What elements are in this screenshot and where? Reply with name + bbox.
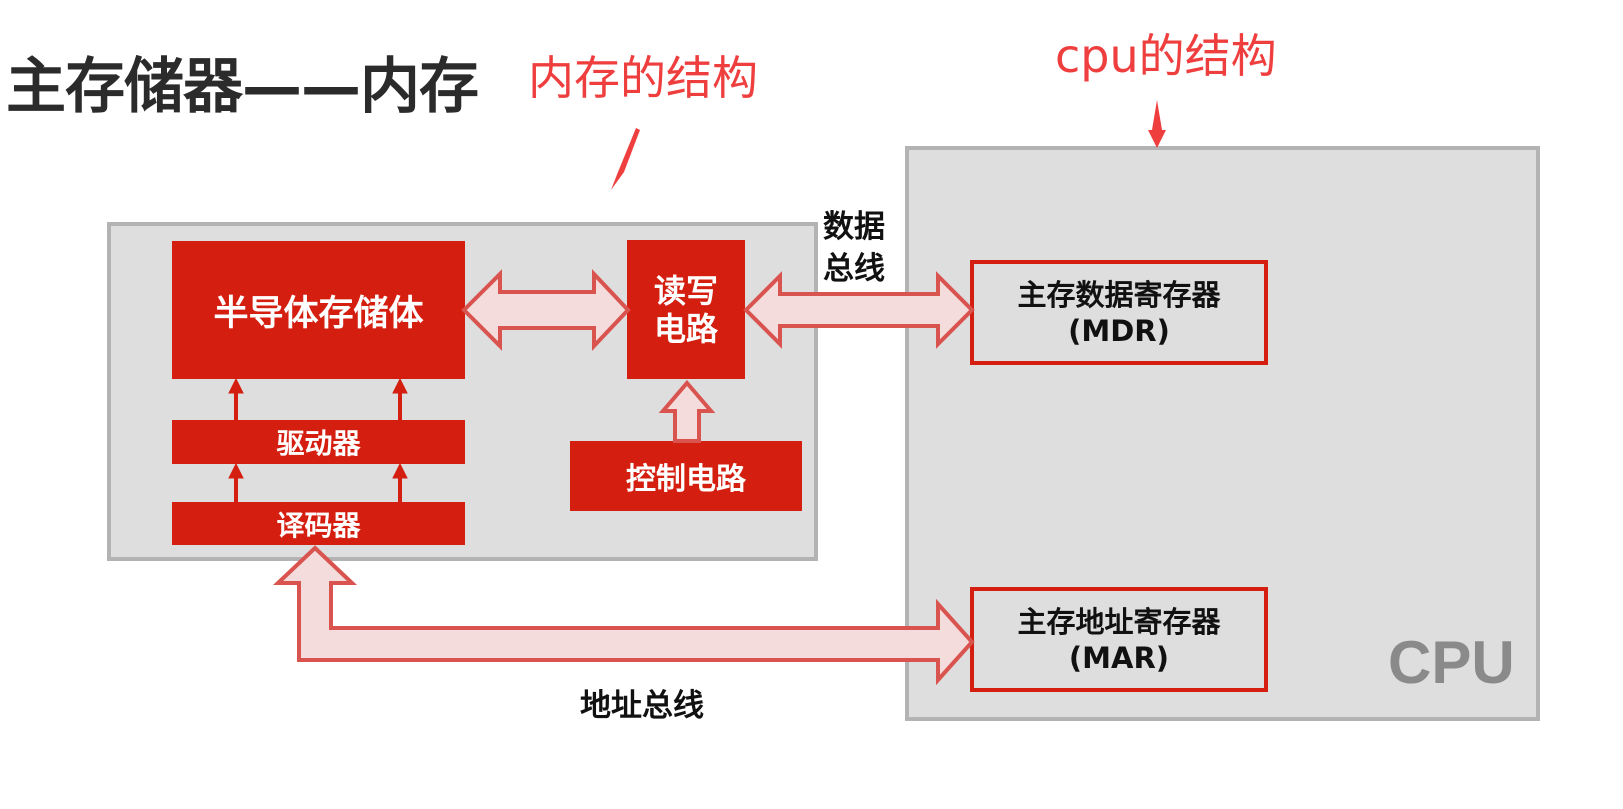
mdr-register: 主存数据寄存器 (MDR): [970, 260, 1268, 365]
read-write-circuit-block: 读写 电路: [627, 240, 745, 379]
data-bus-label-line1: 数据: [823, 209, 885, 245]
mar-name: 主存地址寄存器: [1017, 604, 1221, 639]
control-to-rw-arrow: [658, 379, 716, 443]
read-write-circuit-line2: 电路: [653, 309, 718, 348]
data-bus-label: 数据 总线: [823, 206, 885, 290]
mdr-name: 主存数据寄存器: [1017, 277, 1221, 312]
semiconductor-storage-block: 半导体存储体: [172, 241, 465, 379]
memory-callout-arrow: [611, 128, 640, 190]
cpu-callout-arrow: [1148, 100, 1166, 148]
decoder-to-driver-arrows: [228, 462, 408, 502]
data-bus-double-arrow: [743, 271, 975, 349]
cpu-structure-callout: cpu的结构: [1055, 29, 1277, 83]
address-bus-label: 地址总线: [580, 688, 704, 724]
address-bus-arrow: [272, 545, 975, 686]
memory-structure-callout: 内存的结构: [528, 51, 758, 105]
read-write-circuit-line1: 读写: [653, 271, 718, 310]
decoder-block: 译码器: [172, 502, 465, 545]
mdr-abbr: (MDR): [1068, 313, 1170, 348]
driver-block: 驱动器: [172, 420, 465, 464]
driver-to-storage-arrows: [228, 377, 408, 420]
cpu-label: CPU: [1388, 629, 1515, 696]
storage-rw-double-arrow: [461, 268, 631, 352]
control-circuit-block: 控制电路: [570, 441, 802, 511]
page-title: 主存储器——内存: [6, 52, 479, 122]
data-bus-label-line2: 总线: [823, 251, 885, 287]
mar-abbr: (MAR): [1068, 640, 1170, 675]
